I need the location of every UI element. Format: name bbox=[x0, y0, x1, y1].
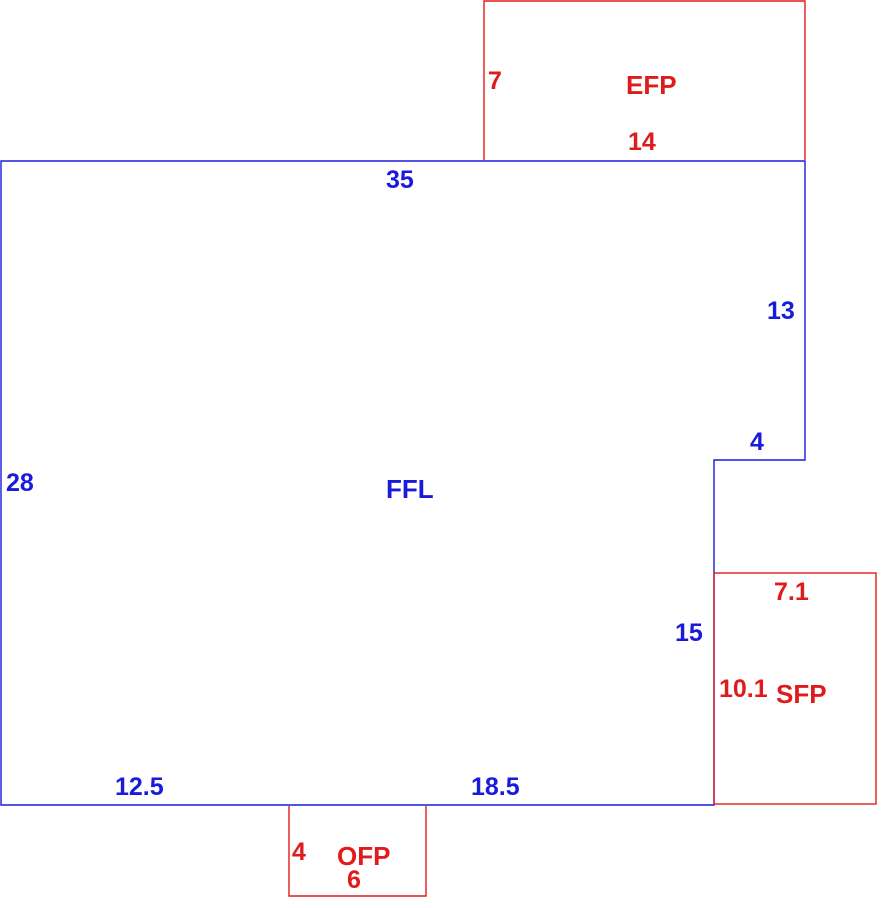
ffl-dim-bottom-right: 18.5 bbox=[471, 773, 520, 801]
ofp-area: OFP 4 6 bbox=[288, 806, 427, 897]
ofp-label: OFP bbox=[337, 841, 390, 871]
ffl-dim-notch: 4 bbox=[750, 428, 764, 456]
ffl-dim-right-lower: 15 bbox=[675, 619, 703, 647]
ffl-dim-right-upper: 13 bbox=[767, 297, 795, 325]
ffl-dim-left: 28 bbox=[6, 469, 34, 497]
efp-dim-height: 7 bbox=[488, 67, 502, 95]
ffl-label: FFL bbox=[386, 474, 434, 504]
ofp-outline bbox=[288, 806, 427, 897]
sfp-dim-height: 10.1 bbox=[719, 675, 768, 703]
efp-outline bbox=[483, 0, 806, 160]
efp-dim-width: 14 bbox=[628, 128, 656, 156]
sfp-dim-width: 7.1 bbox=[774, 578, 809, 606]
ofp-dim-width: 6 bbox=[347, 866, 361, 894]
sfp-label: SFP bbox=[776, 679, 827, 709]
ofp-dim-height: 4 bbox=[292, 838, 306, 866]
ffl-area: FFL 35 13 4 28 15 12.5 18.5 bbox=[0, 160, 806, 806]
ffl-outline bbox=[0, 160, 806, 806]
ffl-dim-top: 35 bbox=[386, 166, 414, 194]
sfp-outline bbox=[713, 572, 877, 805]
ffl-dim-bottom-left: 12.5 bbox=[115, 773, 164, 801]
efp-area: EFP 7 14 bbox=[483, 0, 806, 160]
efp-label: EFP bbox=[626, 70, 677, 100]
sfp-area: SFP 7.1 10.1 bbox=[713, 572, 877, 805]
